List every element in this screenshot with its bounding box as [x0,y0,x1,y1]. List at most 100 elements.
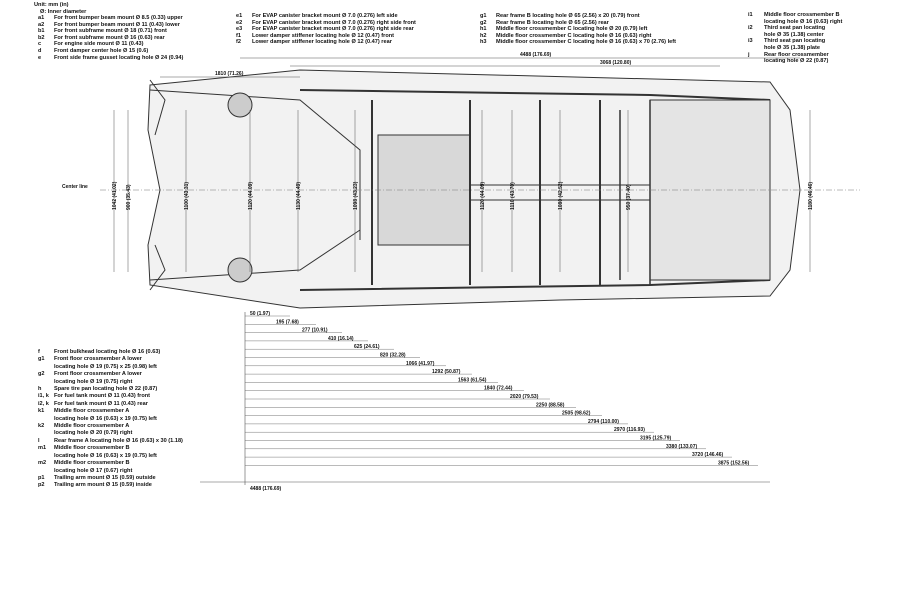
dimension-label: 3068 (120.80) [600,60,631,66]
width-dimension-label: 1180 (46.46) [808,182,814,210]
legend-text: For EVAP canister bracket mount Ø 7.0 (0… [252,19,416,26]
legend-item: locating hole Ø 22 (0.87) [748,58,842,65]
legend-text: Lower damper stiffener locating hole Ø 1… [252,32,395,39]
legend-key: b2 [38,34,45,41]
legend-item: i3 Third seat pan locating [748,38,842,45]
length-dimension-label: 1840 (72.44) [484,386,513,392]
legend-key: d [38,47,42,54]
legend-text: For front bumper beam mount Ø 11 (0.43) … [54,21,180,28]
width-dimension-label: 950 (37.40) [626,184,632,210]
length-dimension-label: 2794 (110.00) [588,419,619,425]
legend-text: locating hole Ø 19 (0.75) right [54,378,133,385]
width-dimension-label: 1098 (43.23) [353,181,359,210]
legend-key: i2, k [38,400,49,407]
diameter-note: Ø: Inner diameter [40,8,87,15]
legend-key: l [38,437,40,444]
legend-text: Trailing arm mount Ø 15 (0.59) inside [54,482,152,489]
length-dimension-label: 3875 (152.56) [718,460,749,466]
length-dimension-label: 3195 (125.79) [640,436,671,442]
legend-text: Middle floor crossmember B [764,12,840,18]
legend-item: locating hole Ø 17 (0.67) right [38,468,183,475]
legend-text: hole Ø 35 (1.38) plate [764,44,820,51]
legend-text: Middle floor crossmember C locating hole… [496,39,676,46]
legend-key: h3 [480,39,487,46]
legend-item: locating hole Ø 16 (0.63) right [748,19,842,26]
legend-text: locating hole Ø 17 (0.67) right [54,467,133,474]
legend-item: locating hole Ø 16 (0.63) x 19 (0.75) le… [38,416,183,423]
legend-key: c [38,41,42,48]
legend-key: p2 [38,482,45,489]
base-dimension-label: 4488 (176.69) [250,486,281,492]
left-rocker [299,89,771,101]
legend-key: p1 [38,474,45,481]
legend-text: Lower damper stiffener locating hole Ø 1… [252,39,392,46]
right-damper-tower [227,257,253,283]
length-dimension-label: 2970 (116.93) [614,427,645,433]
center-line-label: Center line [62,184,88,190]
top-dimensions: 4488 (176.69)3068 (120.80)1810 (71.26) [160,52,800,78]
legend-key: i1, k [38,393,49,400]
length-dimensions: 50 (1.97)195 (7.68)277 (10.91)410 (16.14… [200,311,770,492]
legend-text: Front floor crossmember A lower [54,356,142,363]
legend-text: hole Ø 35 (1.38) center [764,31,824,38]
legend-text: For fuel tank mount Ø 11 (0.43) front [54,393,151,400]
legend-key: g2 [480,19,487,26]
width-dimension-label: 1120 (44.09) [248,182,254,210]
legend-text: Middle floor crossmember B [54,445,130,452]
legend-text: Front bulkhead locating hole Ø 16 (0.63) [54,349,161,355]
legend-item: h3 Middle floor crossmember C locating ho… [480,39,676,46]
legend-key: i3 [748,38,753,45]
legend-key: h [38,386,42,393]
legend-key: g2 [38,371,45,378]
legend-text: Middle floor crossmember B [54,460,130,467]
width-dimension-label: 900 (35.43) [126,184,132,210]
center-line-group: Center line [62,184,860,191]
legend-key: a1 [38,15,45,21]
length-dimension-label: 1563 (61.54) [458,377,487,383]
legend-text: Rear frame B locating hole Ø 65 (2.56) x… [496,13,640,19]
legend-text: locating hole Ø 20 (0.79) right [54,430,133,437]
length-dimension-label: 1066 (41.97) [406,361,435,367]
underbody-frame [147,69,801,309]
legend-text: Third seat pan locating [764,38,826,45]
legend-text: Middle floor crossmember A [54,408,130,415]
legend-text: locating hole Ø 19 (0.75) x 25 (0.98) le… [54,363,157,370]
legend-text: For front subframe mount Ø 18 (0.71) fro… [54,28,167,35]
legend-text: For EVAP canister bracket mount Ø 7.0 (0… [252,13,398,19]
length-dimension-label: 2020 (79.53) [510,394,539,400]
legend-item: e Front side frame gusset locating hole Ø… [38,55,183,62]
legend-text: Front side frame gusset locating hole Ø … [54,54,184,61]
legend-key: h2 [480,32,487,39]
length-dimension-label: 625 (24.61) [354,344,380,350]
legend-text: For EVAP canister bracket mount Ø 7.0 (0… [252,26,414,33]
crossmember-c [619,100,651,285]
width-dimension-label: 1042 (41.02) [112,181,118,210]
legend-key: m2 [38,460,47,467]
width-dimension-label: 1100 (43.31) [184,182,190,210]
length-dimension-label: 410 (16.14) [328,336,354,342]
dimension-label: 1810 (71.26) [215,71,244,77]
legend-key: e [38,54,42,61]
